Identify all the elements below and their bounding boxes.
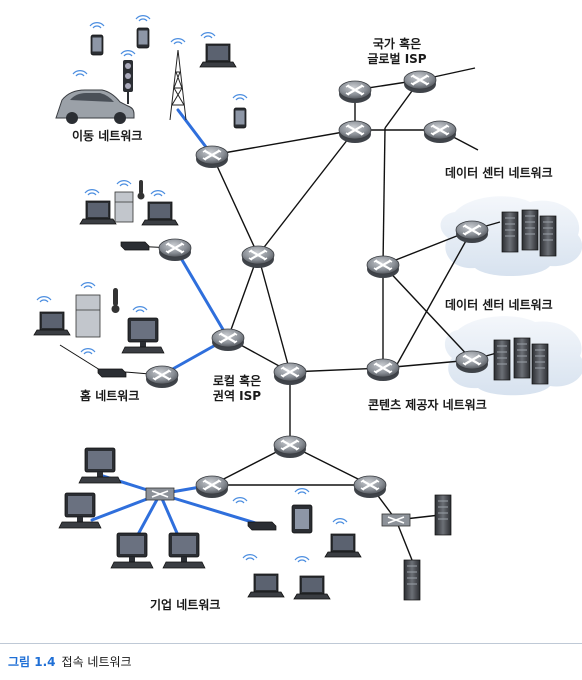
- server-icon: [403, 559, 421, 601]
- laptop-icon: [33, 296, 71, 336]
- router-icon: [337, 119, 373, 145]
- caption-divider: [0, 643, 582, 644]
- router-icon: [402, 69, 438, 95]
- home-network-label: 홈 네트워크: [80, 389, 140, 403]
- figure-caption: 그림 1.4 접속 네트워크: [8, 653, 132, 670]
- enterprise-network-label: 기업 네트워크: [150, 598, 221, 612]
- smartphone-icon: [89, 22, 105, 56]
- smartphone-icon: [232, 94, 248, 129]
- router-icon: [422, 119, 458, 145]
- access-links: [90, 108, 264, 542]
- tablet-icon: [291, 488, 313, 534]
- thermometer-icon: [137, 180, 145, 200]
- modem-icon: [97, 368, 127, 378]
- router-icon: [272, 361, 308, 387]
- figure-number: 그림 1.4: [8, 655, 56, 669]
- refrigerator-icon: [75, 282, 101, 338]
- router-icon: [240, 244, 276, 270]
- laptop-icon: [293, 556, 331, 600]
- content-provider-network-label: 콘텐츠 제공자 네트워크: [368, 398, 487, 412]
- global-isp-label-line2: 글로벌 ISP: [367, 52, 427, 66]
- ethernet-switch-icon: [145, 487, 175, 501]
- router-icon: [157, 237, 193, 263]
- laptop-icon: [80, 348, 96, 355]
- router-icon: [337, 79, 373, 105]
- desktop-computer-icon: [58, 492, 102, 529]
- global-isp-label-line1: 국가 혹은: [372, 37, 422, 51]
- mobile-network-label: 이동 네트워크: [72, 129, 143, 143]
- car-icon: [55, 70, 135, 124]
- router-icon: [144, 364, 180, 390]
- datacenter-network-label: 데이터 센터 네트워크: [445, 166, 553, 180]
- router-icon: [272, 434, 308, 460]
- laptop-icon: [324, 518, 362, 558]
- router-icon: [210, 327, 246, 353]
- smartphone-icon: [135, 15, 151, 49]
- laptop-icon: [242, 554, 285, 598]
- server-icon: [434, 494, 452, 536]
- modem-icon: [120, 241, 150, 251]
- datacenter-network-label: 데이터 센터 네트워크: [445, 298, 553, 312]
- laptop-icon: [199, 32, 237, 68]
- router-icon: [454, 349, 490, 375]
- router-icon: [194, 474, 230, 500]
- laptop-icon: [141, 190, 179, 226]
- desktop-computer-icon: [78, 447, 122, 484]
- router-icon: [352, 474, 388, 500]
- cell-tower-icon: [169, 38, 187, 121]
- thermometer-icon: [111, 288, 120, 313]
- regional-isp-label-line1: 로컬 혹은: [212, 374, 262, 388]
- regional-isp-label-line2: 권역 ISP: [212, 389, 262, 403]
- laptop-icon: [79, 189, 117, 225]
- regional-isp-label: 로컬 혹은 권역 ISP: [203, 374, 271, 404]
- modem-icon: [232, 497, 277, 531]
- desktop-computer-icon: [162, 532, 206, 569]
- router-icon: [454, 219, 490, 245]
- desktop-computer-icon: [121, 306, 165, 354]
- router-icon: [194, 144, 230, 170]
- server-rack-icon: [493, 337, 549, 385]
- figure-title: 접속 네트워크: [61, 655, 132, 669]
- router-icon: [365, 357, 401, 383]
- router-icon: [365, 254, 401, 280]
- traffic-light-icon: [120, 50, 136, 104]
- server-rack-icon: [501, 209, 557, 257]
- refrigerator-icon: [114, 180, 134, 223]
- ethernet-switch-icon: [381, 513, 411, 527]
- desktop-computer-icon: [110, 532, 154, 569]
- global-isp-label: 국가 혹은 글로벌 ISP: [362, 37, 432, 67]
